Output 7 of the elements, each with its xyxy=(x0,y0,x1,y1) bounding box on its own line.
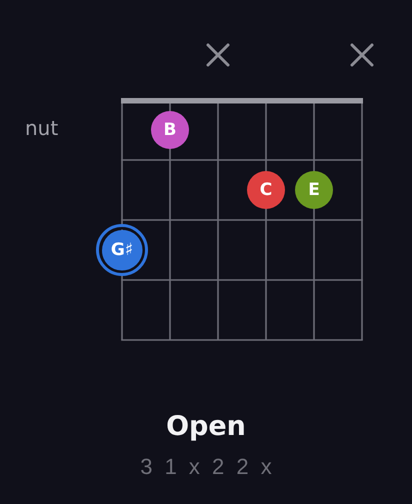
fingering-text: 3 1 x 2 2 x xyxy=(139,454,275,479)
note-marker: B xyxy=(151,111,189,149)
note-marker: C xyxy=(247,171,285,209)
chord-title: Open xyxy=(166,411,246,442)
note-marker: E xyxy=(295,171,333,209)
nut-label: nut xyxy=(25,116,58,140)
note-marker: G♯ xyxy=(96,224,148,276)
